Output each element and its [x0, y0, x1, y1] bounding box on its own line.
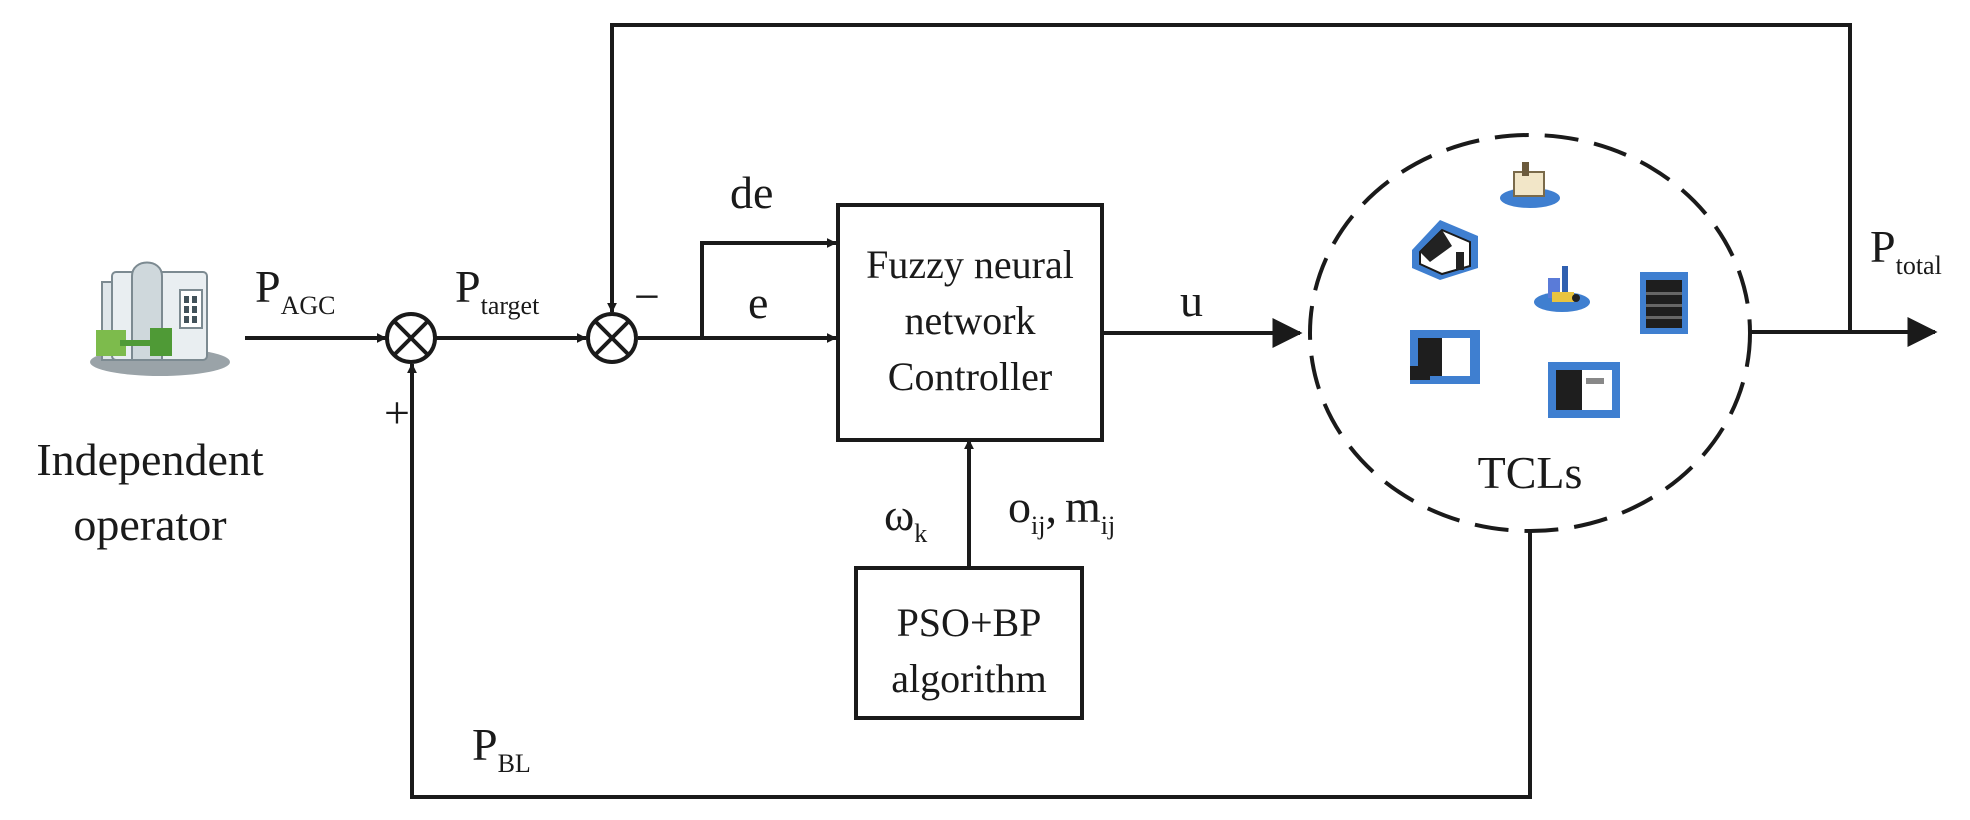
factory-icon [1500, 162, 1560, 208]
p-target-label: Ptarget [455, 261, 540, 320]
operator-label-line1: Independent [36, 434, 264, 485]
de-label: de [730, 167, 773, 218]
plus-sign: + [384, 387, 410, 438]
p-agc-label: PAGC [255, 261, 336, 320]
controller-label-line3: Controller [888, 354, 1052, 399]
controller-label-line2: network [904, 298, 1035, 343]
controller-label-line1: Fuzzy neural [866, 242, 1074, 287]
cabinet-icon [1640, 272, 1688, 334]
controller-block [836, 203, 1104, 442]
sum-junction-1 [385, 312, 437, 364]
building-icon [90, 261, 230, 376]
equipment-icon [1534, 266, 1590, 312]
appliance-icon-left [1410, 330, 1480, 384]
minus-sign: − [634, 271, 660, 322]
tcl-label: TCLs [1478, 447, 1583, 498]
operator-label-line2: operator [73, 499, 226, 550]
optimizer-label-line2: algorithm [891, 656, 1047, 701]
p-total-label: Ptotal [1870, 221, 1942, 280]
optimizer-label-line1: PSO+BP [897, 600, 1042, 645]
u-label: u [1180, 275, 1203, 326]
appliance-icon-right [1548, 362, 1620, 418]
p-bl-feedback-line [407, 363, 1532, 799]
house-icon [1412, 220, 1478, 280]
omega-k-label: ωk [884, 489, 927, 548]
p-bl-label: PBL [472, 719, 531, 778]
de-line [700, 238, 837, 338]
o-ij-m-ij-label: oij,mij [1008, 481, 1115, 540]
tcl-cluster-boundary [1308, 133, 1752, 533]
sum-junction-2 [586, 312, 638, 364]
p-total-feedback-line [607, 23, 1852, 332]
optimizer-block [854, 566, 1084, 720]
e-label: e [748, 277, 768, 328]
